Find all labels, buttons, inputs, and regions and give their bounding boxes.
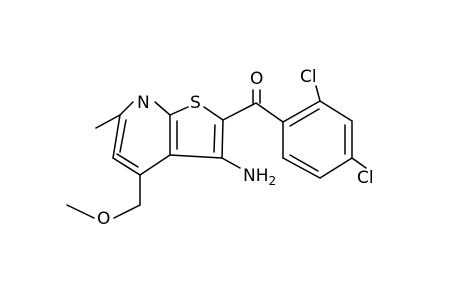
bond-o-ch3: [66, 204, 95, 219]
bond-ar1-ar2: [282, 100, 321, 123]
atom-labels: O Cl Cl N S NH2 O: [97, 67, 374, 229]
atom-sulfur-thiophene: S: [190, 93, 201, 113]
atom-amine: NH2: [243, 166, 276, 188]
bond-c3a-c4: [139, 154, 171, 176]
bond-ch2-o: [113, 204, 141, 219]
bond-c5-c6: [112, 114, 121, 159]
atom-chlorine-ortho: Cl: [300, 67, 317, 87]
bond-c3-c3a: [169, 154, 223, 159]
bond-c2-c3: [221, 119, 224, 159]
atom-oxygen-carbonyl: O: [250, 69, 263, 89]
bonds: [66, 85, 367, 219]
bond-ar4-cl: [351, 157, 367, 169]
bond-ar2-cl: [315, 85, 321, 102]
atom-chlorine-para: Cl: [357, 168, 374, 188]
bond-c6-methyl: [95, 114, 121, 129]
bond-carbonyl-ring: [255, 102, 284, 123]
atom-nitrogen-pyridine: N: [137, 93, 150, 113]
amine-main-label: NH: [243, 166, 269, 186]
bond-c2-c3-double: [213, 124, 216, 153]
amine-subscript: 2: [269, 174, 277, 188]
bond-c3-nh2: [221, 157, 241, 169]
atom-oxygen-ether: O: [97, 209, 110, 229]
bond-c4-c5: [112, 157, 141, 176]
bond-c6-n7: [119, 101, 134, 116]
bond-ar4-ar5: [319, 157, 353, 179]
bond-c4-c5-double: [116, 153, 139, 168]
bond-c7a-s: [169, 106, 189, 116]
bond-c5-c6-double: [119, 119, 127, 153]
bond-n7-c7a: [154, 101, 171, 116]
bond-c2-carbonyl: [222, 102, 257, 121]
bond-s-c2: [203, 106, 224, 121]
bond-ar-double-1: [289, 108, 320, 127]
bond-ar-double-3: [289, 154, 319, 172]
bond-ar5-ar6: [282, 157, 321, 179]
bond-ar2-ar3: [319, 100, 353, 122]
